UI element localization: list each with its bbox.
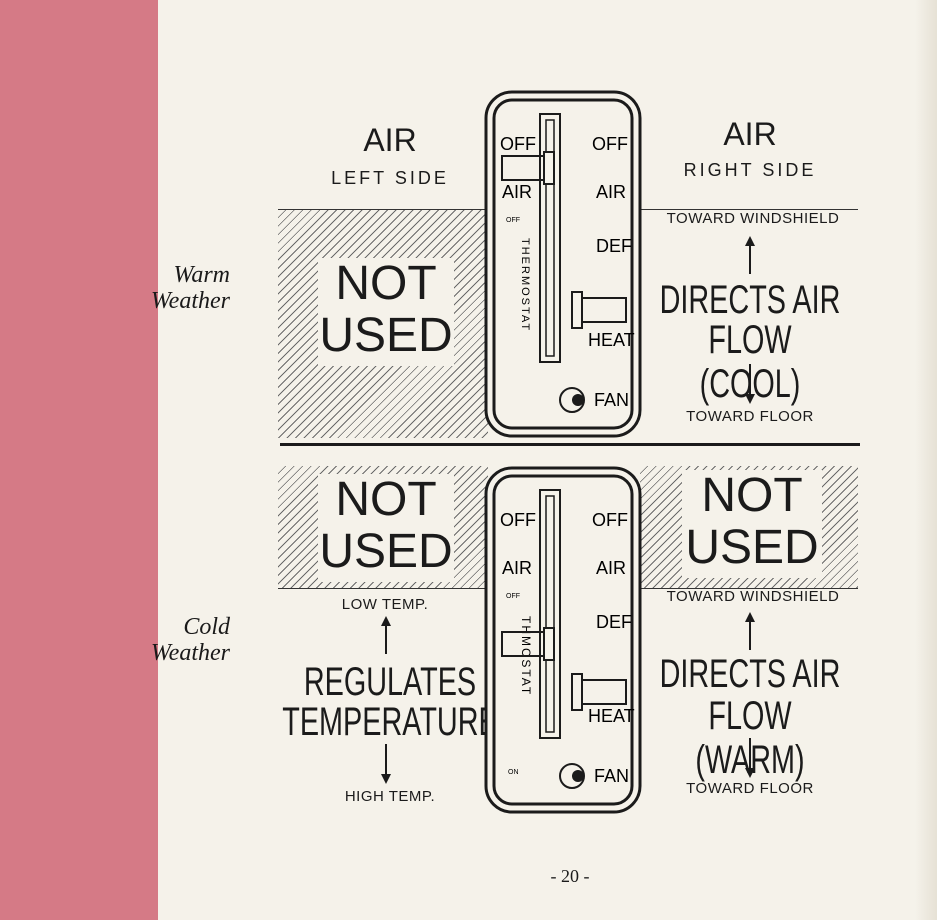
warm-not-used-box [318,258,454,366]
warm-not-used-line2: USED [319,309,453,362]
page-number: - 20 - [550,866,590,886]
warm-panel-off-right: OFF [592,134,628,154]
high-temp-label: HIGH TEMP. [344,788,436,805]
cold-panel-fan: FAN [594,766,629,786]
warm-panel-fan: FAN [594,390,629,410]
cold-toward-floor: TOWARD FLOOR [686,780,814,797]
cold-weather-label: Cold Weather [60,614,230,666]
cold-label-line1: Cold [183,614,230,640]
air-right-title: AIR [723,116,777,152]
cold-panel-heat: HEAT [588,706,635,726]
page-edge [915,0,937,920]
warm-panel-air-left: AIR [502,182,532,202]
low-temp-label: LOW TEMP. [341,596,429,613]
cold-panel-off-right: OFF [592,510,628,530]
warm-panel-thermostat: THERMOSTAT [519,238,531,332]
warm-up-arrow [745,236,755,274]
warm-panel-off-left: OFF [500,134,536,154]
temperature-label: TEMPERATURE [282,700,498,744]
cold-not-used-right-line2: USED [685,521,819,574]
cold-not-used-left-box [318,474,454,582]
warm-label-line2: Weather [150,288,230,314]
warm-down-arrow [745,364,755,404]
air-left-subtitle: LEFT SIDE [331,168,449,188]
section-divider [280,443,860,446]
cold-not-used-right-line1: NOT [701,469,803,522]
cold-panel-small-on: ON [508,769,519,776]
warm-directs-air: DIRECTS AIR [659,278,841,322]
cold-toward-windshield: TOWARD WINDSHIELD [666,588,840,605]
cold-not-used-right-box [682,470,822,578]
cold-right-down-arrow [745,738,755,778]
cold-directs-air: DIRECTS AIR [659,652,841,696]
air-right-subtitle: RIGHT SIDE [683,160,817,180]
page-margin-strip [0,0,158,920]
warm-not-used-line1: NOT [335,257,437,310]
air-left-title: AIR [363,122,417,158]
warm-panel-air-right: AIR [596,182,626,202]
cold-panel-air-left: AIR [502,558,532,578]
cold-label-line2: Weather [150,640,230,666]
cold-panel-off-left: OFF [500,510,536,530]
control-panel-cold: OFF AIR OFF AIR DEF HEAT FAN OFF ON THMO… [484,466,642,814]
cold-right-up-arrow [745,612,755,650]
warm-panel-small-off: OFF [506,217,520,224]
warm-toward-windshield: TOWARD WINDSHIELD [666,210,840,227]
cold-not-used-left-line2: USED [319,525,453,578]
cold-not-used-left-line1: NOT [335,473,437,526]
warm-panel-def: DEF [596,236,632,256]
warm-weather-label: Warm Weather [60,262,230,314]
cold-panel-small-off: OFF [506,593,520,600]
cold-left-down-arrow [381,744,391,784]
cold-panel-def: DEF [596,612,632,632]
cold-left-up-arrow [381,616,391,654]
warm-toward-floor: TOWARD FLOOR [686,408,814,425]
regulates-label: REGULATES [303,660,477,704]
cold-panel-air-right: AIR [596,558,626,578]
warm-panel-heat: HEAT [588,330,635,350]
warm-label-line1: Warm [173,262,230,288]
control-panel-warm: OFF AIR OFF AIR DEF HEAT FAN OFF THERMOS… [484,90,642,438]
